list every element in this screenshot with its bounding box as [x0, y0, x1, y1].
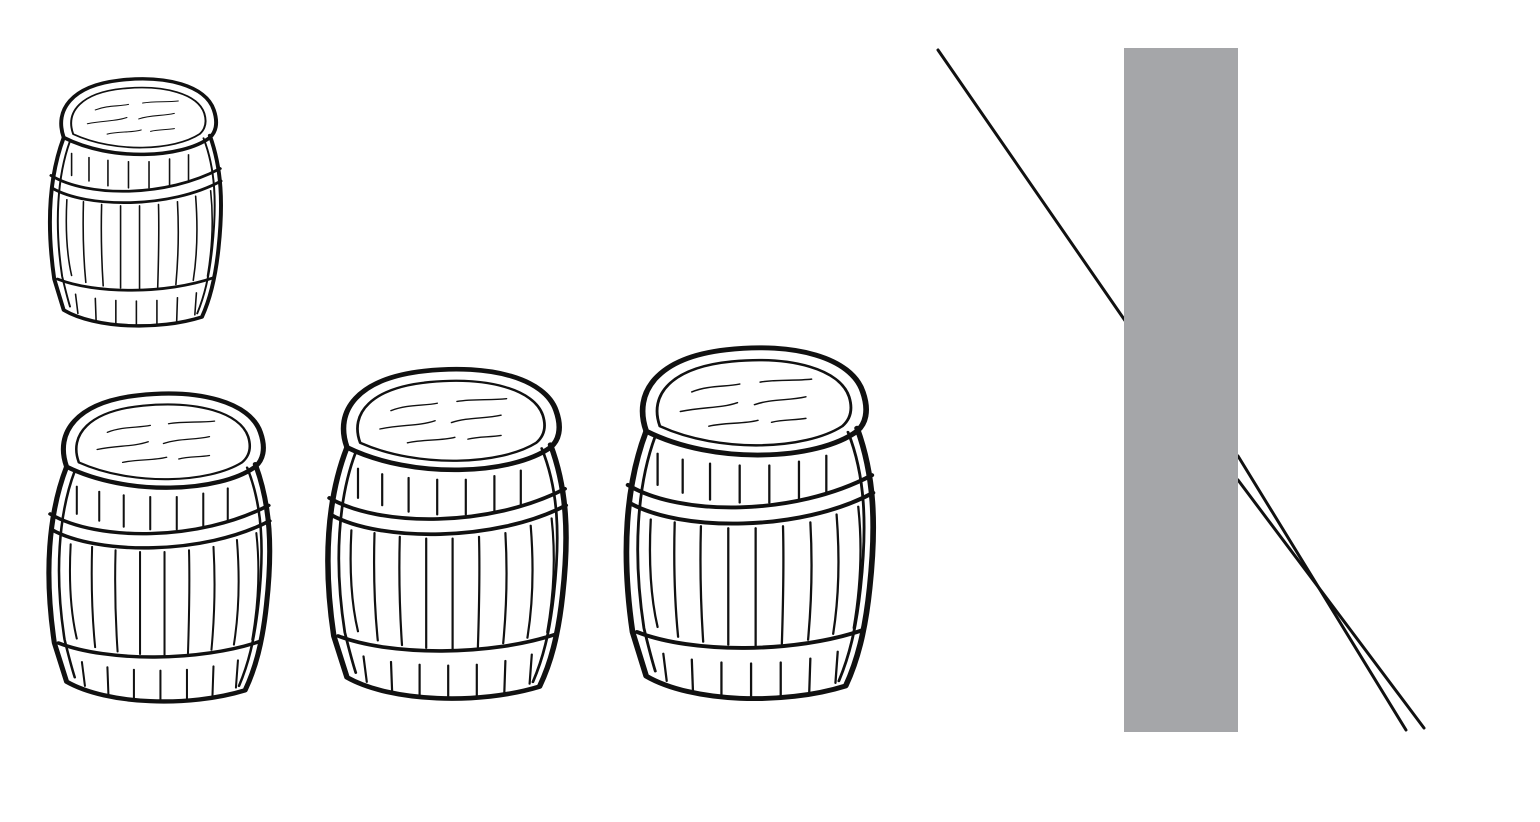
barrel-bottom-3 [626, 348, 873, 699]
oblique-line-upper [936, 48, 1128, 324]
barrel-bottom-1 [49, 394, 270, 702]
barrel-bottom-2 [328, 369, 566, 698]
illusion-group [936, 48, 1426, 732]
oblique-line-lower-b [1236, 478, 1426, 730]
occluding-bar [1124, 48, 1238, 732]
barrel-small-top [48, 76, 224, 328]
